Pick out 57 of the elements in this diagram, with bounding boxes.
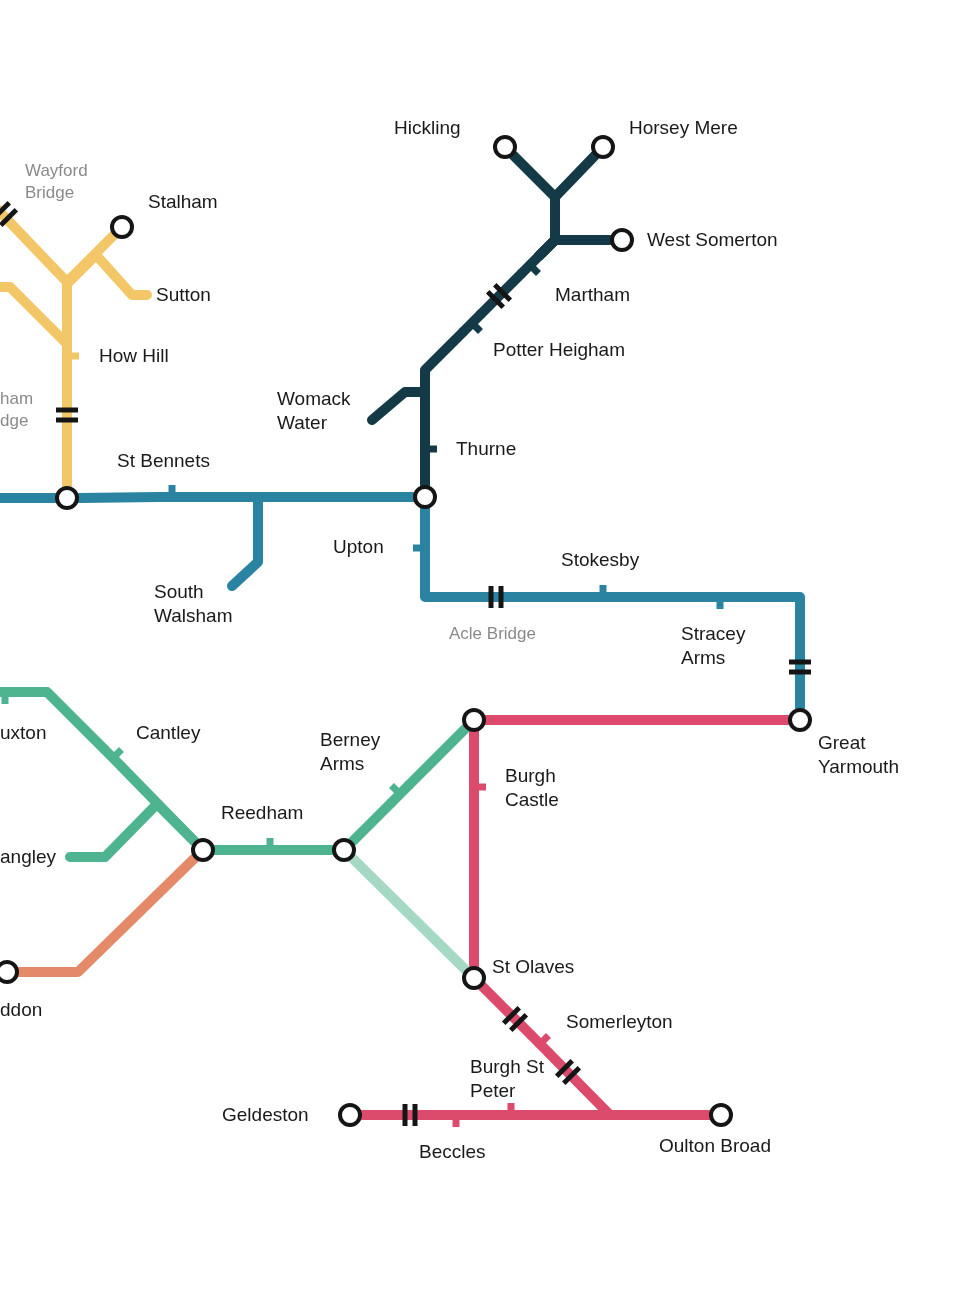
station-tick — [100, 745, 126, 771]
station-name: Reedham — [221, 801, 304, 825]
station-tick — [387, 781, 413, 807]
interchange-circle — [591, 135, 615, 159]
route-line — [476, 269, 526, 319]
station-name: How Hill — [99, 344, 169, 368]
interchange-circle — [788, 708, 812, 732]
station-name: Somerleyton — [566, 1010, 673, 1034]
route-line — [347, 853, 471, 975]
station-name: Stalham — [148, 190, 218, 214]
route-line — [534, 150, 600, 261]
interchange-circle — [0, 960, 19, 984]
lock-name: Acle Bridge — [449, 623, 536, 645]
station-name: Martham — [555, 283, 630, 307]
route-line — [477, 981, 536, 1040]
station-name: Sutton — [156, 283, 211, 307]
station-name: Upton — [333, 535, 384, 559]
station-name: Oulton Broad — [659, 1134, 771, 1158]
interchange-circle — [462, 708, 486, 732]
station-name: ddon — [0, 998, 43, 1022]
route-line — [404, 723, 471, 790]
station-name: St Bennets — [117, 449, 210, 473]
station-name: angley — [0, 845, 56, 869]
station-name: South Walsham — [154, 580, 249, 628]
station-name: Burgh St Peter — [470, 1055, 545, 1103]
interchange-circle — [610, 228, 634, 252]
station-name: West Somerton — [647, 228, 778, 252]
interchange-circle — [55, 486, 79, 510]
station-name: Great Yarmouth — [818, 731, 900, 779]
interchange-circle — [191, 838, 215, 862]
station-tick — [517, 252, 543, 278]
station-name: St Olaves — [492, 955, 575, 979]
station-name: Stracey Arms — [681, 622, 747, 670]
interchange-circle — [493, 135, 517, 159]
station-name: Beccles — [419, 1140, 486, 1164]
station-name: Cantley — [136, 721, 201, 745]
station-name: Burgh Castle — [505, 764, 560, 812]
station-name: Stokesby — [561, 548, 640, 572]
station-name: Potter Heigham — [493, 338, 625, 362]
station-name: Geldeston — [222, 1103, 309, 1127]
interchange-circle — [709, 1103, 733, 1127]
interchange-circle — [110, 215, 134, 239]
route-line — [347, 798, 396, 847]
station-tick — [527, 1031, 553, 1057]
station-name: Thurne — [456, 437, 517, 461]
lock-name: Wayford Bridge — [25, 160, 89, 204]
station-name: Hickling — [394, 116, 461, 140]
lock-name: ham dge — [0, 388, 35, 432]
station-tick — [459, 310, 485, 336]
station-name: uxton — [0, 721, 47, 745]
station-name: Horsey Mere — [629, 116, 738, 140]
interchange-circle — [332, 838, 356, 862]
interchange-circle — [338, 1103, 362, 1127]
interchange-circle — [413, 485, 437, 509]
station-name: Berney Arms — [320, 728, 382, 776]
station-name: Womack Water — [277, 387, 372, 435]
interchange-circle — [462, 966, 486, 990]
